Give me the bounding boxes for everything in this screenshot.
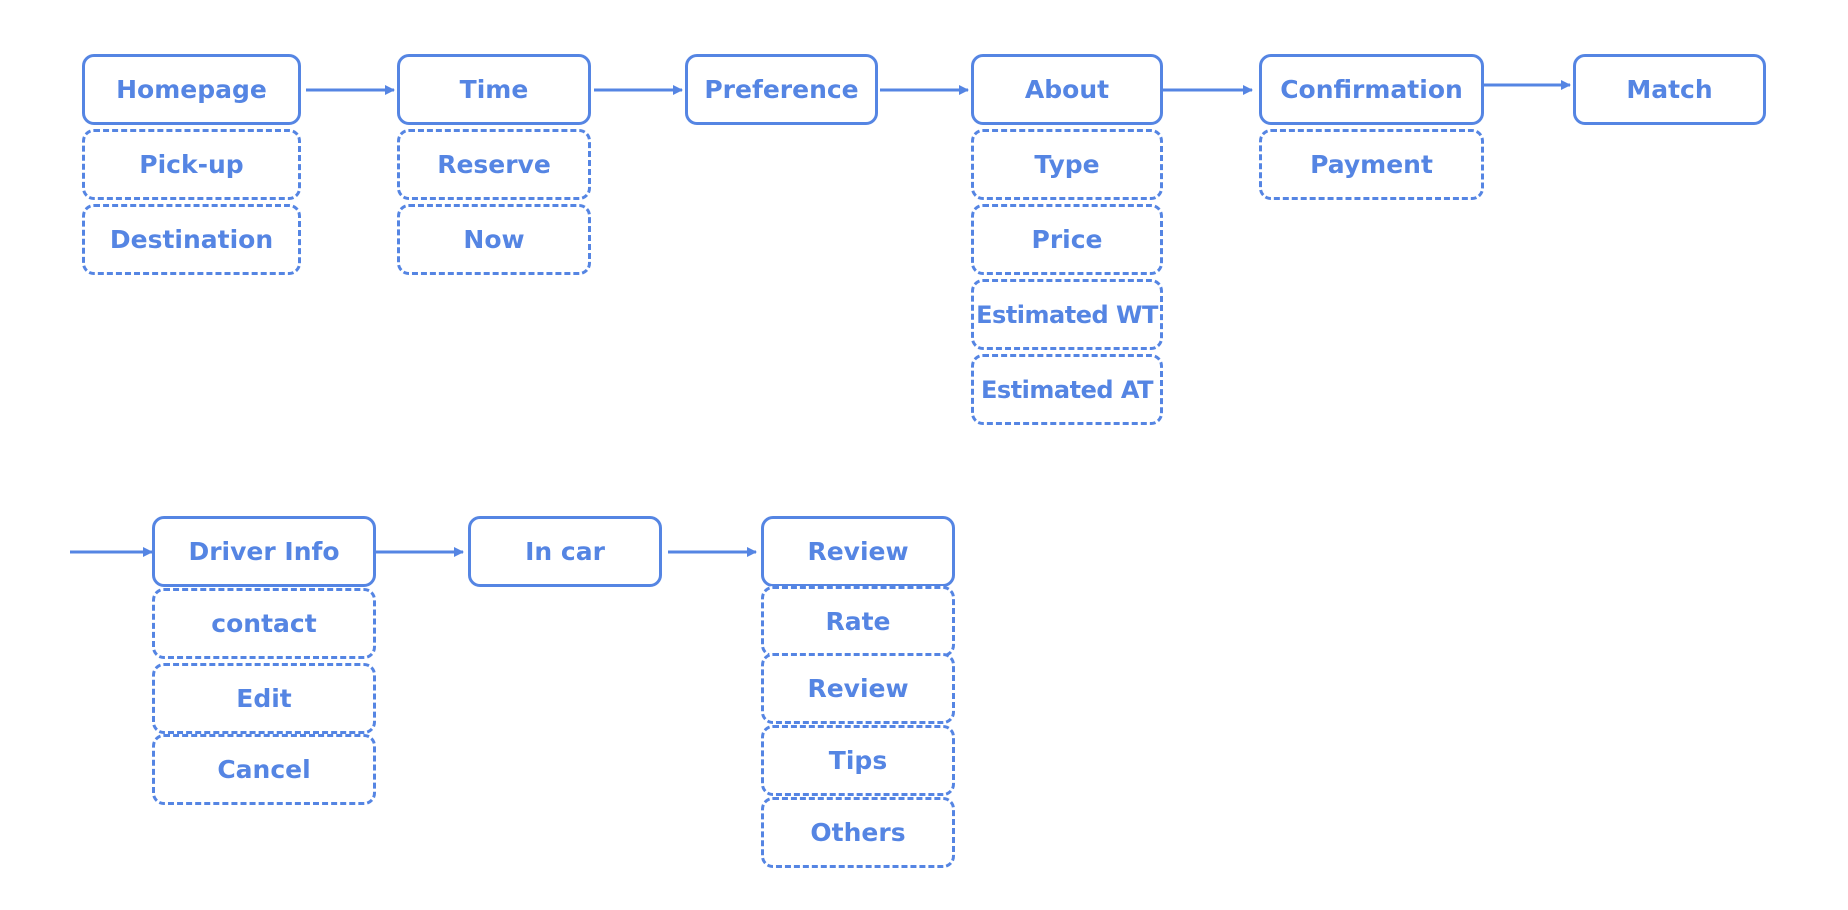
- price-subnode: Price: [971, 204, 1163, 275]
- estimated-wt-subnode: Estimated WT: [971, 279, 1163, 350]
- others-subnode: Others: [761, 797, 955, 868]
- match-node: Match: [1573, 54, 1766, 125]
- about-node: About: [971, 54, 1163, 125]
- cancel-subnode: Cancel: [152, 734, 376, 805]
- now-subnode: Now: [397, 204, 591, 275]
- in-car-node: In car: [468, 516, 662, 587]
- edit-subnode: Edit: [152, 663, 376, 734]
- preference-node: Preference: [685, 54, 878, 125]
- review-subnode: Review: [761, 653, 955, 724]
- estimated-at-subnode: Estimated AT: [971, 354, 1163, 425]
- tips-subnode: Tips: [761, 725, 955, 796]
- confirmation-node: Confirmation: [1259, 54, 1484, 125]
- reserve-subnode: Reserve: [397, 129, 591, 200]
- pickup-subnode: Pick-up: [82, 129, 301, 200]
- contact-subnode: contact: [152, 588, 376, 659]
- time-node: Time: [397, 54, 591, 125]
- review-node: Review: [761, 516, 955, 587]
- type-subnode: Type: [971, 129, 1163, 200]
- payment-subnode: Payment: [1259, 129, 1484, 200]
- driver-info-node: Driver Info: [152, 516, 376, 587]
- rate-subnode: Rate: [761, 586, 955, 657]
- homepage-node: Homepage: [82, 54, 301, 125]
- destination-subnode: Destination: [82, 204, 301, 275]
